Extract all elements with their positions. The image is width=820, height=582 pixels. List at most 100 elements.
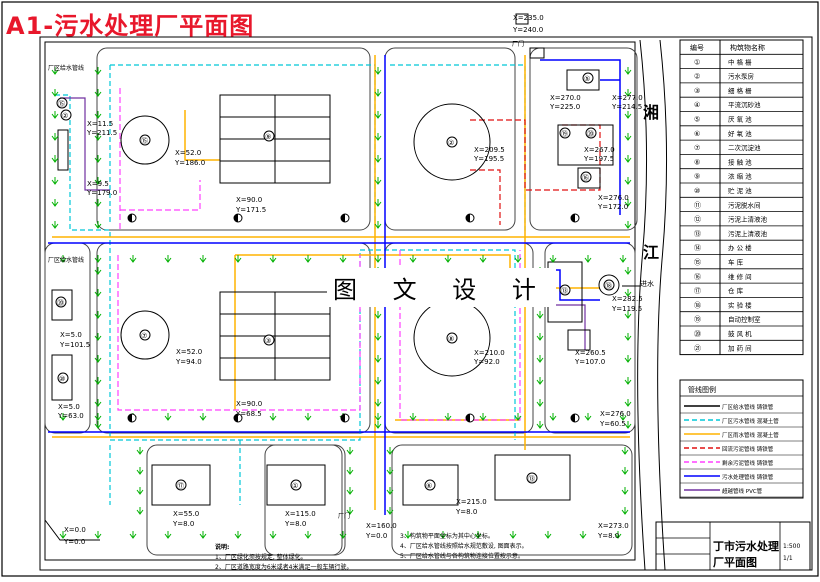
coordinate-label: X=9.5: [87, 180, 109, 188]
structure-6: [266, 464, 326, 506]
coordinate-label: Y=0.0: [365, 532, 387, 540]
tree-icon: [621, 467, 629, 475]
pipe-legend-label: 回流污泥管线 铸铁管: [722, 445, 774, 453]
coordinate-label: Y=119.5: [611, 305, 642, 313]
legend-row-number: ⑨: [694, 173, 700, 181]
tree-icon: [374, 155, 382, 163]
note-line: 5、厂区给水管线与各构筑物连接位置按示意。: [400, 552, 524, 560]
road-block-ne: [529, 47, 638, 231]
unit-number: ⑮: [141, 137, 148, 145]
tree-icon: [129, 531, 137, 539]
tree-icon: [624, 155, 632, 163]
lamp-icon: [466, 414, 470, 422]
coordinate-label: Y=94.0: [175, 358, 202, 366]
unit-marker: [263, 334, 275, 346]
unit-number: ⑮: [58, 100, 65, 108]
coordinate-label: X=276.0: [600, 410, 631, 418]
coordinate-label: Y=172.0: [597, 203, 628, 211]
tree-icon: [549, 255, 557, 263]
pipe-legend: [679, 379, 804, 499]
tree-icon: [136, 487, 144, 495]
pipe-legend-title: 管线图例: [688, 385, 716, 394]
unit-number: ⑬: [528, 475, 535, 483]
legend-row-name: 好 氧 池: [728, 129, 752, 138]
lamp-icon: [128, 214, 132, 222]
coordinate-label: X=210.0: [474, 349, 505, 357]
unit-number: ⑨: [265, 133, 271, 141]
tree-icon: [346, 487, 354, 495]
overrun-pipe: [60, 97, 110, 191]
sludge-pipe: [399, 250, 521, 421]
coordinate-label: Y=197.5: [583, 155, 614, 163]
legend-row-number: ③: [694, 87, 700, 95]
unit-marker: [580, 171, 592, 183]
tree-icon: [584, 413, 592, 421]
tree-icon: [386, 447, 394, 455]
tree-icon: [409, 413, 417, 421]
tree-icon: [94, 289, 102, 297]
coordinate-label: X=282.5: [612, 295, 643, 303]
unit-marker: [57, 372, 69, 384]
legend-row-name: 贮 泥 池: [728, 186, 752, 195]
tree-icon: [439, 531, 447, 539]
tree-icon: [94, 355, 102, 363]
coordinate-label: X=115.0: [285, 510, 316, 518]
tree-icon: [94, 413, 102, 421]
coordinate-label: Y=211.5: [86, 129, 117, 137]
legend-row-number: ②: [694, 73, 700, 81]
unit-marker: [446, 136, 458, 148]
legend-row-name: 二次沉淀池: [728, 143, 761, 152]
coordinate-label: X=5.0: [60, 331, 82, 339]
pipe-legend-label: 厂区给水管线 铸铁管: [722, 403, 774, 411]
treatment-pipe: [540, 59, 621, 215]
coordinate-label: X=209.5: [474, 146, 505, 154]
tree-icon: [584, 255, 592, 263]
tree-icon: [624, 421, 632, 429]
coordinate-label: X=215.0: [456, 498, 487, 506]
tree-icon: [94, 377, 102, 385]
legend-row-number: ⑯: [694, 273, 701, 281]
coordinate-label: Y=240.0: [512, 26, 543, 34]
drawing-title: A1-污水处理厂平面图: [6, 12, 255, 40]
legend-row-name: 加 药 间: [728, 343, 752, 352]
tree-icon: [404, 531, 412, 539]
tree-icon: [339, 255, 347, 263]
tree-icon: [346, 507, 354, 515]
tree-icon: [549, 413, 557, 421]
unit-number: ②: [448, 139, 454, 147]
legend-row-name: 污水泵房: [728, 72, 754, 81]
tree-icon: [94, 221, 102, 229]
tree-icon: [514, 413, 522, 421]
origin-leader: [44, 519, 100, 541]
coordinate-label: X=0.0: [64, 526, 86, 534]
legend-row-number: ⑲: [694, 316, 701, 324]
road-label: 厂区给水管线: [48, 64, 84, 72]
unit-marker: [263, 130, 275, 142]
tree-icon: [94, 255, 102, 263]
coordinate-label: X=273.0: [598, 522, 629, 530]
lamp-icon: [341, 214, 345, 222]
tree-icon: [136, 507, 144, 515]
tree-icon: [374, 111, 382, 119]
legend-row-number: ⑭: [694, 244, 701, 252]
legend-row-name: 污泥脱水间: [728, 200, 761, 209]
sludge-pipe: [117, 255, 361, 411]
coordinate-label: X=52.0: [176, 348, 202, 356]
gate-label: 厂门: [512, 40, 524, 48]
overrun-pipe: [555, 304, 586, 350]
legend-row-name: 厌 氧 池: [728, 115, 752, 124]
tree-icon: [444, 255, 452, 263]
title-block-name: 丁市污水处理: [713, 539, 779, 553]
tree-icon: [619, 413, 627, 421]
tree-icon: [234, 255, 242, 263]
coordinate-label: Y=63.0: [57, 412, 84, 420]
tree-icon: [624, 177, 632, 185]
unit-marker: [175, 479, 187, 491]
legend-row-number: ⑱: [694, 301, 701, 309]
note-heading: 说明:: [215, 543, 229, 551]
coordinate-label: Y=214.5: [611, 103, 642, 111]
tree-icon: [199, 413, 207, 421]
tree-icon: [621, 447, 629, 455]
legend-row-name: 浓 缩 池: [728, 172, 752, 181]
